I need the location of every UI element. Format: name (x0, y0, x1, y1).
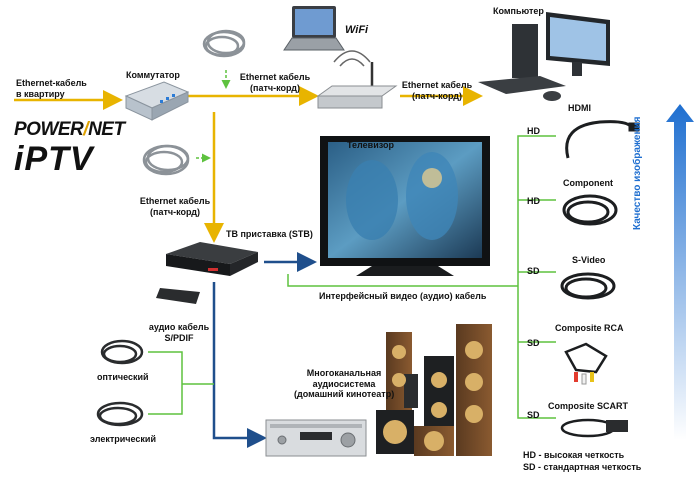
cable-name-component: Component (563, 178, 613, 188)
label-electric: электрический (90, 434, 156, 444)
cable-name-svideo: S-Video (572, 255, 606, 265)
label-switch: Коммутатор (126, 70, 180, 80)
speaker-system (376, 324, 492, 456)
logo-brand-right: NET (88, 119, 125, 140)
label-patch-left: Ethernet кабель (патч-корд) (139, 196, 211, 217)
label-ethernet-apartment: Ethernet-кабель в квартиру (16, 78, 87, 99)
av-receiver (265, 419, 367, 457)
cable-name-rca: Composite RCA (555, 323, 624, 333)
cable-rca (564, 342, 608, 385)
label-tv: Телевизор (347, 140, 394, 150)
logo-brand-left: POWER (14, 119, 84, 140)
label-audio-cable: аудио кабель S/PDIF (148, 322, 210, 343)
patch-cord-left (142, 144, 190, 176)
electric-cable (96, 401, 144, 427)
set-top-box (166, 242, 258, 276)
desktop-computer (478, 12, 610, 101)
label-patch-top: Ethernet кабель (патч-корд) (239, 72, 311, 93)
legend: HD - высокая четкость SD - стандартная ч… (523, 449, 641, 473)
patch-cord-top (202, 29, 246, 58)
optical-cable (100, 339, 144, 365)
cable-component (562, 194, 618, 226)
cable-grade-hdmi: HD (527, 126, 540, 136)
label-computer: Компьютер (493, 6, 544, 16)
laptop (283, 6, 345, 51)
cable-grade-scart: SD (527, 410, 540, 420)
cable-hdmi (565, 120, 640, 159)
iptv-logo: iPTV (14, 140, 94, 178)
label-patch-router: Ethernet кабель (патч-корд) (401, 80, 473, 101)
cable-grade-rca: SD (527, 338, 540, 348)
arrow-stb-to-receiver (212, 282, 267, 448)
label-interface-cable: Интерфейсный видео (аудио) кабель (319, 291, 487, 301)
tv-set (320, 136, 490, 276)
switch-device (124, 81, 190, 121)
powernet-logo: POWER/NET (14, 119, 125, 140)
legend-hd: HD - высокая четкость (523, 450, 625, 460)
label-stb: ТВ приставка (STB) (226, 229, 313, 239)
legend-sd: SD - стандартная четкость (523, 462, 642, 472)
cable-name-scart: Composite SCART (548, 401, 629, 411)
green-line-spdif (148, 351, 214, 415)
label-quality: Качество изображения (632, 116, 643, 230)
cable-grade-svideo: SD (527, 266, 540, 276)
label-wifi: WiFi (345, 24, 369, 36)
wifi-router (316, 50, 398, 109)
green-line-cable-bus (287, 135, 556, 419)
cable-svideo (560, 272, 616, 300)
remote-control (156, 288, 200, 304)
quality-arrow (666, 104, 694, 440)
label-home-theater: Многоканальная аудиосистема (домашний ки… (294, 368, 395, 399)
cable-scart (560, 418, 628, 438)
cable-name-hdmi: HDMI (568, 103, 591, 113)
cable-grade-component: HD (527, 196, 540, 206)
label-optical: оптический (97, 372, 149, 382)
